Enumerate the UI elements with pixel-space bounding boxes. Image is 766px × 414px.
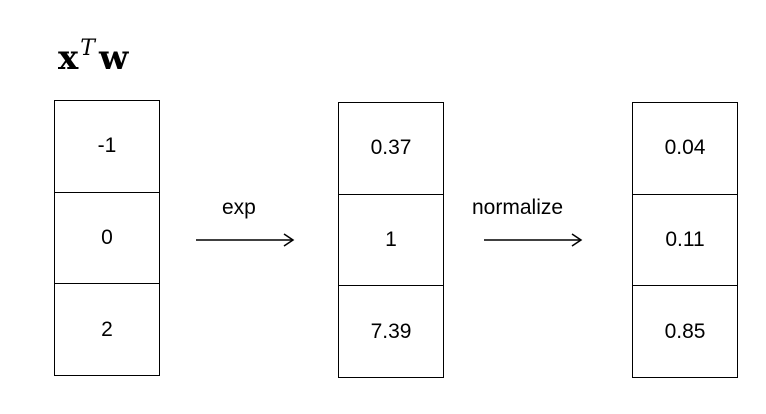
input-column: -1 0 2 — [54, 100, 160, 376]
exp-cell: 1 — [339, 195, 443, 287]
exp-column: 0.37 1 7.39 — [338, 102, 444, 378]
normalized-cell: 0.04 — [633, 103, 737, 195]
normalize-label: normalize — [472, 196, 564, 219]
exp-arrow-icon — [196, 233, 295, 247]
normalized-cell: 0.11 — [633, 195, 737, 287]
vector-w: w — [98, 38, 129, 78]
input-cell: -1 — [55, 101, 159, 193]
normalized-cell: 0.85 — [664, 319, 706, 343]
exp-cell: 7.39 — [370, 319, 412, 343]
vector-x: x — [58, 38, 79, 78]
input-cell: 0 — [55, 193, 159, 285]
transpose-superscript: T — [80, 36, 95, 61]
exp-cell: 0.37 — [339, 103, 443, 195]
normalized-column: 0.04 0.11 0.85 — [632, 102, 738, 378]
input-cell: 2 — [101, 317, 113, 341]
exp-label: exp — [222, 196, 256, 219]
normalize-arrow-icon — [484, 233, 583, 247]
